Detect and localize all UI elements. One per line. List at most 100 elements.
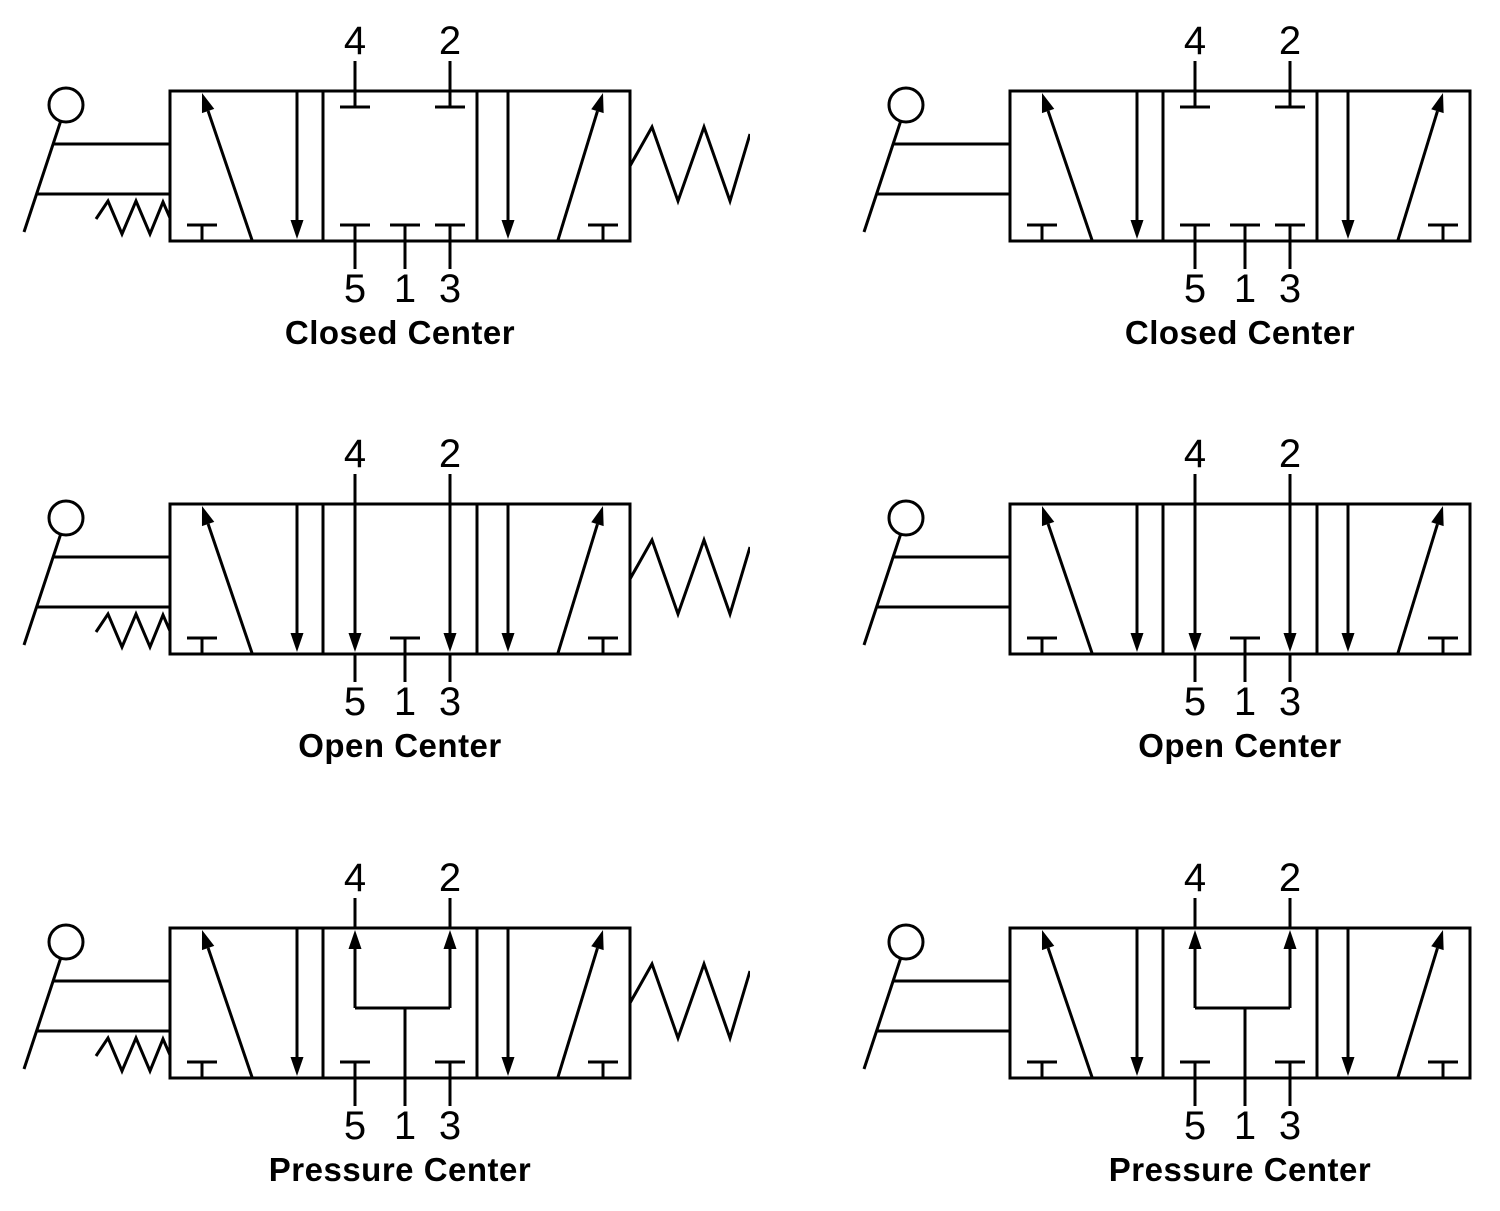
- port-label: 3: [439, 1104, 461, 1145]
- schematic-line: [862, 957, 903, 1070]
- port-stubs: [353, 474, 452, 682]
- schematic-line: [628, 959, 750, 1043]
- right-position-flows: [501, 929, 618, 1078]
- diagram-caption: Pressure Center: [1108, 1151, 1372, 1188]
- port-label: 5: [1184, 680, 1206, 721]
- schematic-line: [201, 93, 215, 114]
- schematic-line: [501, 1057, 515, 1076]
- schematic-line: [1396, 110, 1439, 241]
- schematic-line: [1041, 506, 1055, 527]
- left-position-flows: [187, 92, 304, 241]
- right-position-flows: [1341, 505, 1458, 654]
- schematic-line: [1130, 220, 1144, 239]
- port-stubs: [1193, 898, 1292, 1106]
- schematic-line: [1130, 633, 1144, 652]
- port-label: 2: [1279, 432, 1301, 476]
- schematic-line: [591, 506, 604, 527]
- port-stubs: [1193, 474, 1292, 682]
- valve-body: [168, 502, 632, 656]
- schematic-line: [862, 120, 903, 233]
- schematic-line: [94, 197, 172, 238]
- schematic-line: [348, 633, 362, 652]
- port-stubs: [353, 898, 452, 1106]
- schematic-line: [1341, 633, 1355, 652]
- port-label: 5: [1184, 267, 1206, 308]
- lever-spring-icon: [94, 610, 172, 651]
- schematic-line: [201, 506, 215, 527]
- valve-body: [1008, 502, 1472, 656]
- open-center-flows: [1188, 504, 1297, 654]
- port-label: 4: [344, 19, 366, 63]
- port-label: 3: [1279, 1104, 1301, 1145]
- schematic-line: [1188, 633, 1202, 652]
- schematic-line: [1041, 93, 1055, 114]
- valve-body: [168, 926, 632, 1080]
- schematic-line: [556, 523, 599, 654]
- left-position-flows: [1027, 505, 1144, 654]
- schematic-line: [22, 120, 63, 233]
- left-position-flows: [187, 929, 304, 1078]
- port-label: 1: [1234, 267, 1256, 308]
- diagram-caption: Open Center: [1138, 727, 1342, 764]
- right-position-flows: [1341, 92, 1458, 241]
- return-spring-icon: [628, 122, 750, 206]
- schematic-line: [887, 499, 925, 537]
- lever-actuator-icon: [22, 923, 172, 1075]
- lever-actuator-icon: [22, 499, 172, 651]
- port-label: 4: [1184, 856, 1206, 900]
- lever-actuator-icon: [22, 86, 172, 238]
- right-position-flows: [501, 505, 618, 654]
- schematic-line: [206, 523, 254, 654]
- port-label: 1: [394, 680, 416, 721]
- schematic-line: [628, 535, 750, 619]
- port-label: 2: [439, 432, 461, 476]
- port-label: 2: [1279, 19, 1301, 63]
- port-label: 4: [1184, 19, 1206, 63]
- schematic-line: [862, 533, 903, 646]
- port-label: 2: [1279, 856, 1301, 900]
- left-position-flows: [1027, 929, 1144, 1078]
- port-label: 1: [1234, 680, 1256, 721]
- schematic-line: [501, 220, 515, 239]
- schematic-line: [290, 1057, 304, 1076]
- port-label: 3: [439, 267, 461, 308]
- valve-body: [168, 89, 632, 243]
- lever-spring-icon: [94, 197, 172, 238]
- port-label: 1: [394, 267, 416, 308]
- port-label: 5: [344, 680, 366, 721]
- schematic-line: [348, 930, 362, 949]
- schematic-line: [1283, 930, 1297, 949]
- lever-actuator-icon: [862, 86, 1010, 233]
- schematic-line: [47, 86, 85, 124]
- schematic-line: [556, 110, 599, 241]
- schematic-line: [628, 122, 750, 206]
- port-stubs: [353, 61, 452, 269]
- schematic-line: [201, 930, 215, 951]
- schematic-line: [887, 923, 925, 961]
- schematic-line: [1431, 506, 1444, 527]
- diagram-caption: Closed Center: [284, 314, 516, 351]
- diagram-caption: Pressure Center: [268, 1151, 532, 1188]
- return-spring-icon: [628, 959, 750, 1043]
- schematic-line: [1431, 930, 1444, 951]
- schematic-line: [1041, 930, 1055, 951]
- port-label: 5: [344, 1104, 366, 1145]
- port-label: 4: [344, 432, 366, 476]
- diagram-caption: Closed Center: [1124, 314, 1356, 351]
- right-position-flows: [1341, 929, 1458, 1078]
- port-label: 2: [439, 19, 461, 63]
- left-position-flows: [187, 505, 304, 654]
- schematic-line: [290, 633, 304, 652]
- schematic-line: [1396, 523, 1439, 654]
- schematic-line: [591, 930, 604, 951]
